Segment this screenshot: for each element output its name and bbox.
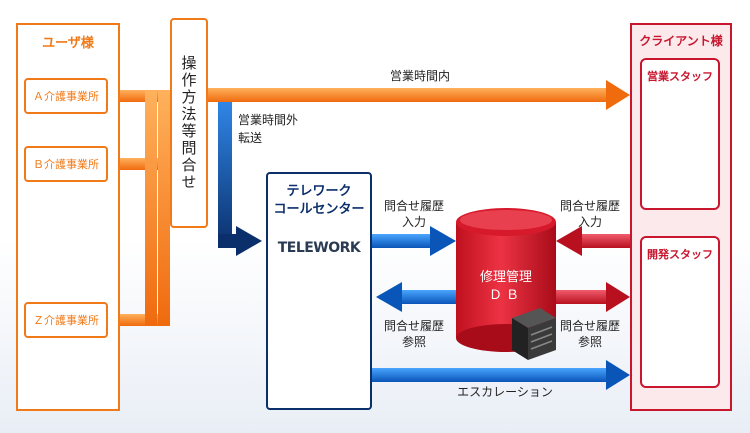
history-input-left-label: 問合せ履歴 入力 <box>383 199 444 229</box>
callcenter-box <box>266 172 372 410</box>
facility-z: Ｚ介護事業所 <box>24 302 108 338</box>
inquiry-box: 操作方法等問合せ <box>170 18 208 228</box>
history-ref-right-label: 問合せ履歴 参照 <box>559 319 620 349</box>
sales-staff-label: 営業スタッフ <box>647 70 713 83</box>
client-title: クライアント様 <box>639 34 723 48</box>
input-arrow-right <box>556 226 630 256</box>
input-arrow-left <box>372 226 456 256</box>
facility-b: Ｂ介護事業所 <box>24 146 108 182</box>
callcenter-title-1: テレワーク <box>286 184 352 199</box>
escalation-label: エスカレーション <box>457 385 553 399</box>
dev-staff-box: 開発スタッフ <box>640 236 720 388</box>
after-hours-label: 営業時間外 <box>238 113 299 127</box>
transfer-label: 転送 <box>238 131 263 145</box>
history-input-right-label: 問合せ履歴 入力 <box>559 199 620 229</box>
facility-a: Ａ介護事業所 <box>24 78 108 114</box>
sales-staff-box: 営業スタッフ <box>640 58 720 210</box>
orange-connectors <box>108 90 170 326</box>
reference-arrow-right <box>556 282 630 312</box>
db-label-2: ＤＢ <box>488 288 523 303</box>
telework-logo: TELEWORK <box>277 240 361 256</box>
history-ref-left-label: 問合せ履歴 参照 <box>383 319 444 349</box>
after-hours-arrow <box>218 102 262 256</box>
users-title: ユーザ様 <box>42 36 94 51</box>
business-hours-label: 営業時間内 <box>389 69 450 83</box>
reference-arrow-left <box>376 282 460 312</box>
business-hours-arrow <box>208 80 630 110</box>
escalation-arrow <box>372 360 630 390</box>
server-icon <box>512 308 556 360</box>
inquiry-label: 操作方法等問合せ <box>179 55 198 191</box>
dev-staff-label: 開発スタッフ <box>647 248 713 261</box>
callcenter-title-2: コールセンター <box>273 202 365 217</box>
db-label-1: 修理管理 <box>479 270 532 285</box>
